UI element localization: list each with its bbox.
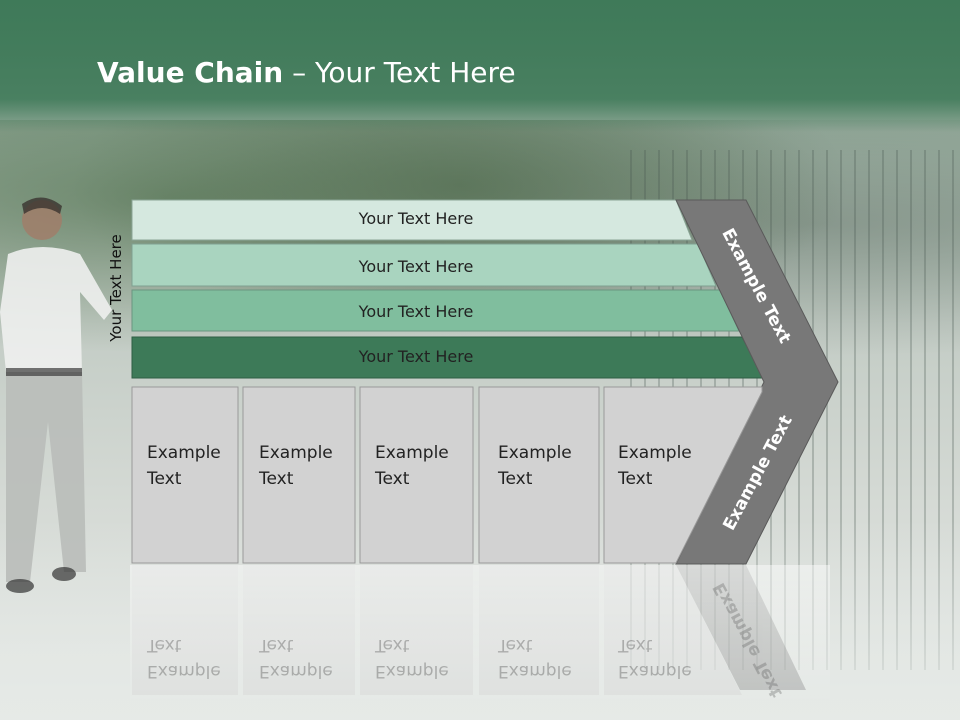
- column-4-reflection: Example Text: [498, 635, 572, 681]
- column-box-5: [603, 386, 763, 564]
- column-2-reflection: Example Text: [259, 635, 333, 681]
- bar-2: [131, 243, 717, 287]
- column-5-reflection: Example Text: [618, 635, 692, 681]
- column-1-reflection: Example Text: [147, 635, 221, 681]
- column-box-2: [242, 386, 356, 564]
- reflection-fade: [130, 565, 830, 705]
- title-rest: – Your Text Here: [283, 56, 516, 89]
- header-band: [0, 0, 960, 132]
- column-3-label: Example Text: [375, 443, 449, 489]
- column-4-label: Example Text: [498, 443, 572, 489]
- bar-1: [131, 199, 693, 241]
- column-box-1: [131, 386, 239, 564]
- walking-man-image: [0, 197, 112, 593]
- column-5-label: Example Text: [618, 443, 692, 489]
- title-bold: Value Chain: [97, 56, 284, 89]
- chevron-arrow: [675, 199, 839, 565]
- bar-2-label: Your Text Here: [358, 257, 474, 276]
- column-1-label: Example Text: [147, 443, 221, 489]
- column-3-reflection: Example Text: [375, 635, 449, 681]
- bar-3-label: Your Text Here: [358, 302, 474, 321]
- column-box-4: [478, 386, 600, 564]
- bar-1-label: Your Text Here: [358, 209, 474, 228]
- page-title: Value Chain – Your Text Here: [97, 56, 516, 89]
- column-2-label: Example Text: [259, 443, 333, 489]
- bar-4-label: Your Text Here: [358, 347, 474, 366]
- column-box-3: [359, 386, 474, 564]
